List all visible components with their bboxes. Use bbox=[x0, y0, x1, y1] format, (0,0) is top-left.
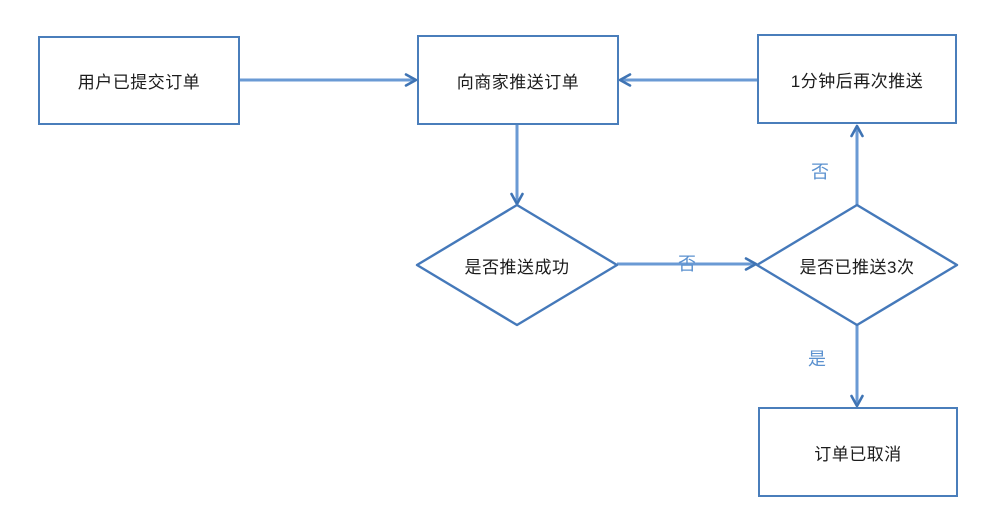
node-push-order-to-merchant: 向商家推送订单 bbox=[417, 35, 619, 125]
node-order-cancelled: 订单已取消 bbox=[758, 407, 958, 497]
decision-push-success-shape bbox=[415, 203, 619, 327]
edge-label-no-vertical: 否 bbox=[811, 162, 829, 182]
decision-pushed-3-times-label: 是否已推送3次 bbox=[799, 257, 915, 277]
node-user-submitted-order: 用户已提交订单 bbox=[38, 36, 240, 125]
node-push-again-after-1min: 1分钟后再次推送 bbox=[757, 34, 957, 124]
edge-label-yes-vertical: 是 bbox=[808, 349, 826, 369]
decision-pushed-3-times-shape bbox=[755, 203, 959, 327]
edge-label-no-horizontal: 否 bbox=[678, 254, 696, 274]
decision-push-success-label: 是否推送成功 bbox=[464, 257, 570, 277]
